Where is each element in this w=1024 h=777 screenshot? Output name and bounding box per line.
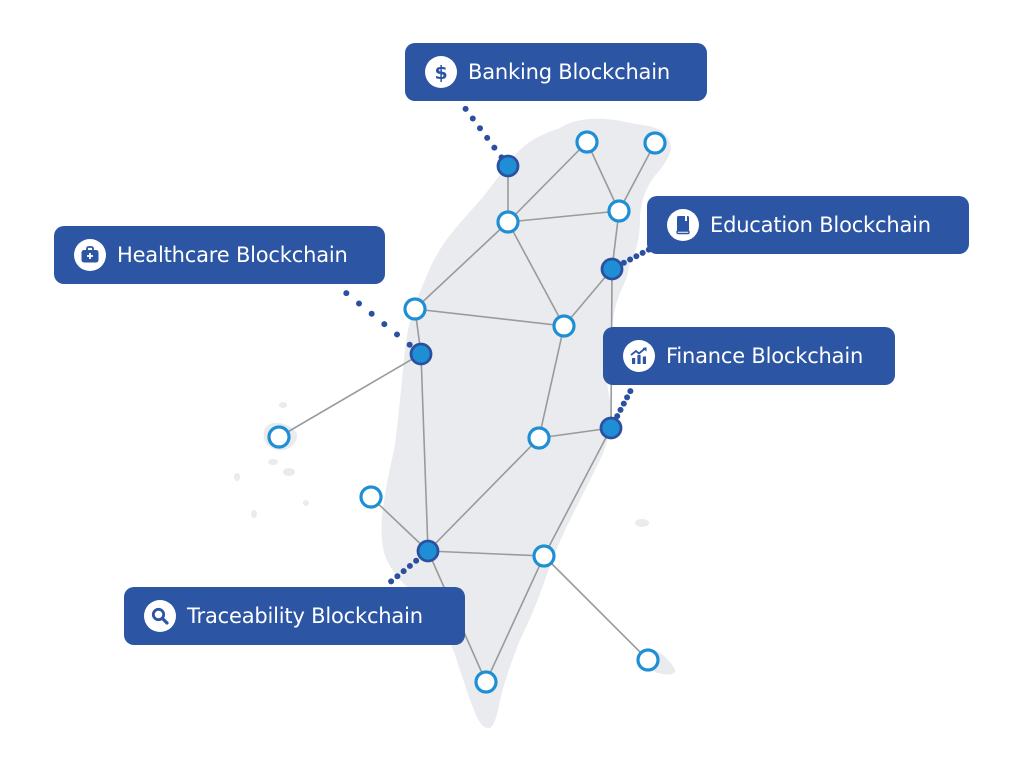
connector-dot <box>394 573 401 580</box>
network-node[interactable] <box>527 426 551 450</box>
island-shape <box>268 459 278 465</box>
island-shape <box>251 510 257 518</box>
network-edge <box>507 141 588 223</box>
network-node[interactable] <box>552 314 576 338</box>
dollar-icon: $ <box>425 56 457 88</box>
connector-dot <box>627 388 634 395</box>
traceability-hub-node[interactable] <box>416 539 440 563</box>
network-edge <box>427 550 545 557</box>
network-edge <box>414 308 565 327</box>
network-edge <box>507 221 565 327</box>
connector-dot <box>406 341 413 348</box>
network-node[interactable] <box>532 544 556 568</box>
finance-blockchain-label[interactable]: Finance Blockchain <box>603 327 895 385</box>
network-edge <box>427 437 540 552</box>
network-edge <box>538 427 612 439</box>
network-node[interactable] <box>636 648 660 672</box>
network-edge <box>543 427 612 557</box>
green-island-shape <box>635 519 649 527</box>
connector-dot <box>381 321 388 328</box>
island-shape <box>303 500 309 506</box>
connector-dot <box>484 134 491 141</box>
healthcare-hub-node[interactable] <box>409 342 433 366</box>
taiwan-map-shape <box>381 118 671 729</box>
svg-text:$: $ <box>434 62 447 83</box>
network-node[interactable] <box>267 425 291 449</box>
connector-dot <box>624 394 631 401</box>
network-edge <box>618 142 656 212</box>
connector-dot <box>343 290 350 297</box>
connector-dot <box>491 144 498 151</box>
traceability-blockchain-text: Traceability Blockchain <box>187 604 423 628</box>
network-node[interactable] <box>474 670 498 694</box>
medical-bag-icon <box>74 239 106 271</box>
network-edge <box>414 221 509 310</box>
network-edge <box>278 353 422 438</box>
network-edge <box>543 555 649 661</box>
connector-dot <box>617 406 624 413</box>
healthcare-blockchain-label[interactable]: Healthcare Blockchain <box>54 226 385 284</box>
connector-dot <box>413 557 420 564</box>
connector-dot <box>639 249 646 256</box>
island-shape <box>279 402 287 408</box>
network-node[interactable] <box>607 199 631 223</box>
network-node[interactable] <box>575 130 599 154</box>
banking-blockchain-label[interactable]: $ Banking Blockchain <box>405 43 707 101</box>
magnifier-icon <box>144 600 176 632</box>
healthcare-blockchain-text: Healthcare Blockchain <box>117 243 348 267</box>
finance-hub-node[interactable] <box>599 416 623 440</box>
connector-dot <box>393 331 400 338</box>
network-edge <box>485 555 545 683</box>
network-node[interactable] <box>359 485 383 509</box>
network-edge <box>507 210 620 223</box>
connector-dot <box>355 300 362 307</box>
connector-dot <box>633 253 640 260</box>
connector-dot <box>469 115 476 122</box>
education-blockchain-text: Education Blockchain <box>710 213 931 237</box>
connector-dot <box>627 256 634 263</box>
book-icon <box>667 209 699 241</box>
island-shape <box>283 468 295 476</box>
connector-dot <box>462 105 469 112</box>
nodes-layer <box>267 130 667 694</box>
traceability-blockchain-label[interactable]: Traceability Blockchain <box>124 587 465 645</box>
chart-growth-icon <box>623 340 655 372</box>
network-edge <box>563 268 613 327</box>
connector-dot <box>476 125 483 132</box>
network-node[interactable] <box>496 210 520 234</box>
network-node[interactable] <box>643 131 667 155</box>
education-hub-node[interactable] <box>600 257 624 281</box>
connector-dot <box>400 568 407 575</box>
island-shape <box>234 473 240 481</box>
connector-dot <box>620 400 627 407</box>
banking-hub-node[interactable] <box>496 154 520 178</box>
connector-dot <box>368 310 375 317</box>
banking-blockchain-text: Banking Blockchain <box>468 60 670 84</box>
network-edge <box>586 141 620 212</box>
finance-blockchain-text: Finance Blockchain <box>666 344 864 368</box>
network-edge <box>370 496 429 552</box>
education-blockchain-label[interactable]: Education Blockchain <box>647 196 969 254</box>
network-node[interactable] <box>403 297 427 321</box>
connector-dot <box>406 562 413 569</box>
connector-dot <box>388 578 395 585</box>
network-edge <box>420 353 429 552</box>
network-edge <box>538 325 565 439</box>
